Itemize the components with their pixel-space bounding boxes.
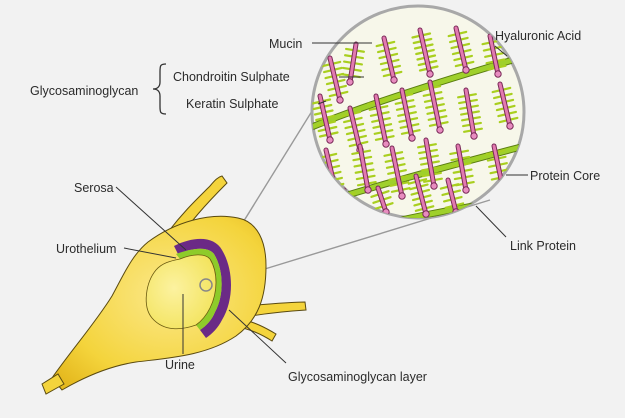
label-link-protein: Link Protein [510,239,576,253]
link-protein-node [349,211,355,217]
link-protein-node [495,71,501,77]
label-hyaluronic-acid: Hyaluronic Acid [495,29,581,43]
link-protein-node [427,71,433,77]
label-serosa: Serosa [74,181,114,195]
label-urothelium: Urothelium [56,242,116,256]
link-protein-node [399,193,405,199]
label-keratin-sulphate: Keratin Sulphate [186,97,278,111]
label-protein-core: Protein Core [530,169,600,183]
label-glycosaminoglycan: Glycosaminoglycan [30,84,138,98]
link-protein-node [463,187,469,193]
link-protein-node [383,141,389,147]
link-protein-node [463,67,469,73]
gag-bristle [339,199,356,205]
link-protein-node [337,97,343,103]
link-protein-node [431,183,437,189]
label-mucin: Mucin [269,37,302,51]
link-protein-node [409,135,415,141]
link-protein-node [437,127,443,133]
link-protein-node [347,79,353,85]
link-protein-node [507,123,513,129]
label-chondroitin-sulphate: Chondroitin Sulphate [173,70,290,84]
link-protein-node [365,187,371,193]
link-protein-node [391,77,397,83]
link-protein-node [327,137,333,143]
label-urine: Urine [165,358,195,372]
gag-bristle [341,205,358,211]
link-protein-node [423,211,429,217]
link-protein-node [333,189,339,195]
link-protein-node [471,133,477,139]
curly-brace-icon [153,64,166,114]
label-gag-layer: Glycosaminoglycan layer [288,370,427,384]
